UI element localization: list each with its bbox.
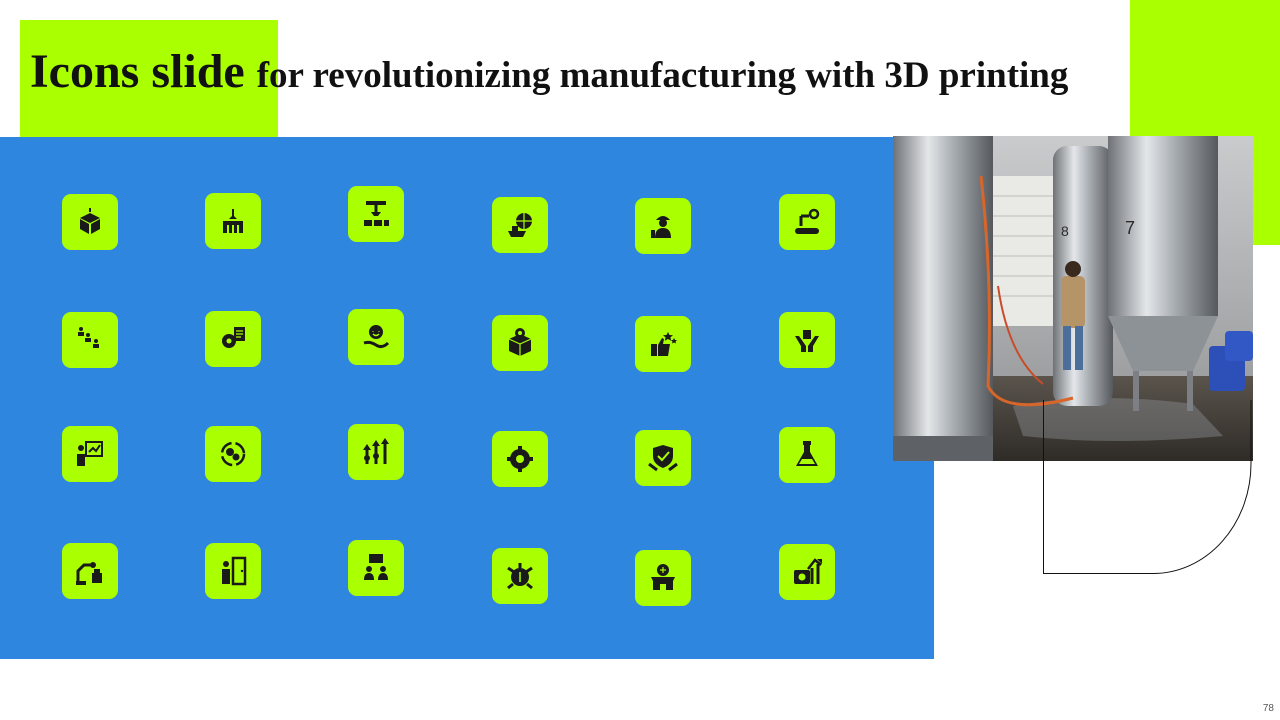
handshake-shield-icon	[648, 445, 678, 472]
customer-care-tile	[348, 309, 404, 365]
money-growth-icon	[794, 558, 822, 584]
engineer-worker-icon	[651, 216, 671, 238]
cycle-gears-icon	[220, 441, 246, 467]
warehouse-crane-icon	[223, 209, 243, 233]
factory-robot-icon	[795, 208, 820, 234]
growth-arrows-tile	[348, 424, 404, 480]
industrial-tanks-photo: 7 8	[893, 136, 1253, 461]
robot-packaging-icon	[76, 562, 102, 585]
global-shipping-tile	[492, 197, 548, 253]
cycle-gears-tile	[205, 426, 261, 482]
engineer-worker-tile	[635, 198, 691, 254]
open-box-tile	[62, 194, 118, 250]
box-settings-tile	[492, 315, 548, 371]
open-box-icon	[80, 208, 100, 234]
dollar-cog-icon	[507, 563, 533, 590]
money-growth-tile	[779, 544, 835, 600]
presentation-chart-icon	[77, 441, 103, 466]
decorative-outline-shape	[1043, 400, 1252, 574]
person-door-tile	[205, 543, 261, 599]
icon-panel-background	[0, 137, 934, 659]
online-store-icon	[651, 564, 675, 590]
svg-text:7: 7	[1125, 218, 1135, 238]
lab-flask-icon	[796, 441, 818, 466]
dollar-cog-tile	[492, 548, 548, 604]
factory-robot-tile	[779, 194, 835, 250]
accent-block-left	[20, 20, 278, 137]
person-door-icon	[222, 556, 247, 586]
settings-gear-icon	[507, 446, 533, 472]
global-shipping-icon	[508, 213, 532, 237]
hands-holding-icon	[795, 330, 819, 352]
slide-title-subtitle: for revolutionizing manufacturing with 3…	[256, 55, 1069, 96]
page-number: 78	[1262, 703, 1274, 714]
presentation-chart-tile	[62, 426, 118, 482]
box-settings-icon	[508, 328, 532, 356]
svg-text:8: 8	[1061, 223, 1069, 239]
robot-arm-assembly-icon	[364, 201, 389, 226]
step-process-tile	[62, 312, 118, 368]
online-store-tile	[635, 550, 691, 606]
icon-grid	[0, 137, 934, 659]
gear-document-tile	[205, 311, 261, 367]
rating-thumbs-up-tile	[635, 316, 691, 372]
settings-gear-tile	[492, 431, 548, 487]
team-meeting-icon	[364, 554, 388, 580]
gear-document-icon	[222, 327, 245, 348]
customer-care-icon	[363, 325, 390, 349]
team-meeting-tile	[348, 540, 404, 596]
rating-thumbs-up-icon	[651, 332, 677, 356]
slide-title-main: Icons slide	[30, 45, 245, 98]
slide-title: Icons slide for revolutionizing manufactu…	[30, 48, 1068, 96]
hands-holding-tile	[779, 312, 835, 368]
lab-flask-tile	[779, 427, 835, 483]
robot-packaging-tile	[62, 543, 118, 599]
robot-arm-assembly-tile	[348, 186, 404, 242]
growth-arrows-icon	[363, 438, 389, 464]
handshake-shield-tile	[635, 430, 691, 486]
warehouse-crane-tile	[205, 193, 261, 249]
step-process-icon	[78, 327, 99, 348]
